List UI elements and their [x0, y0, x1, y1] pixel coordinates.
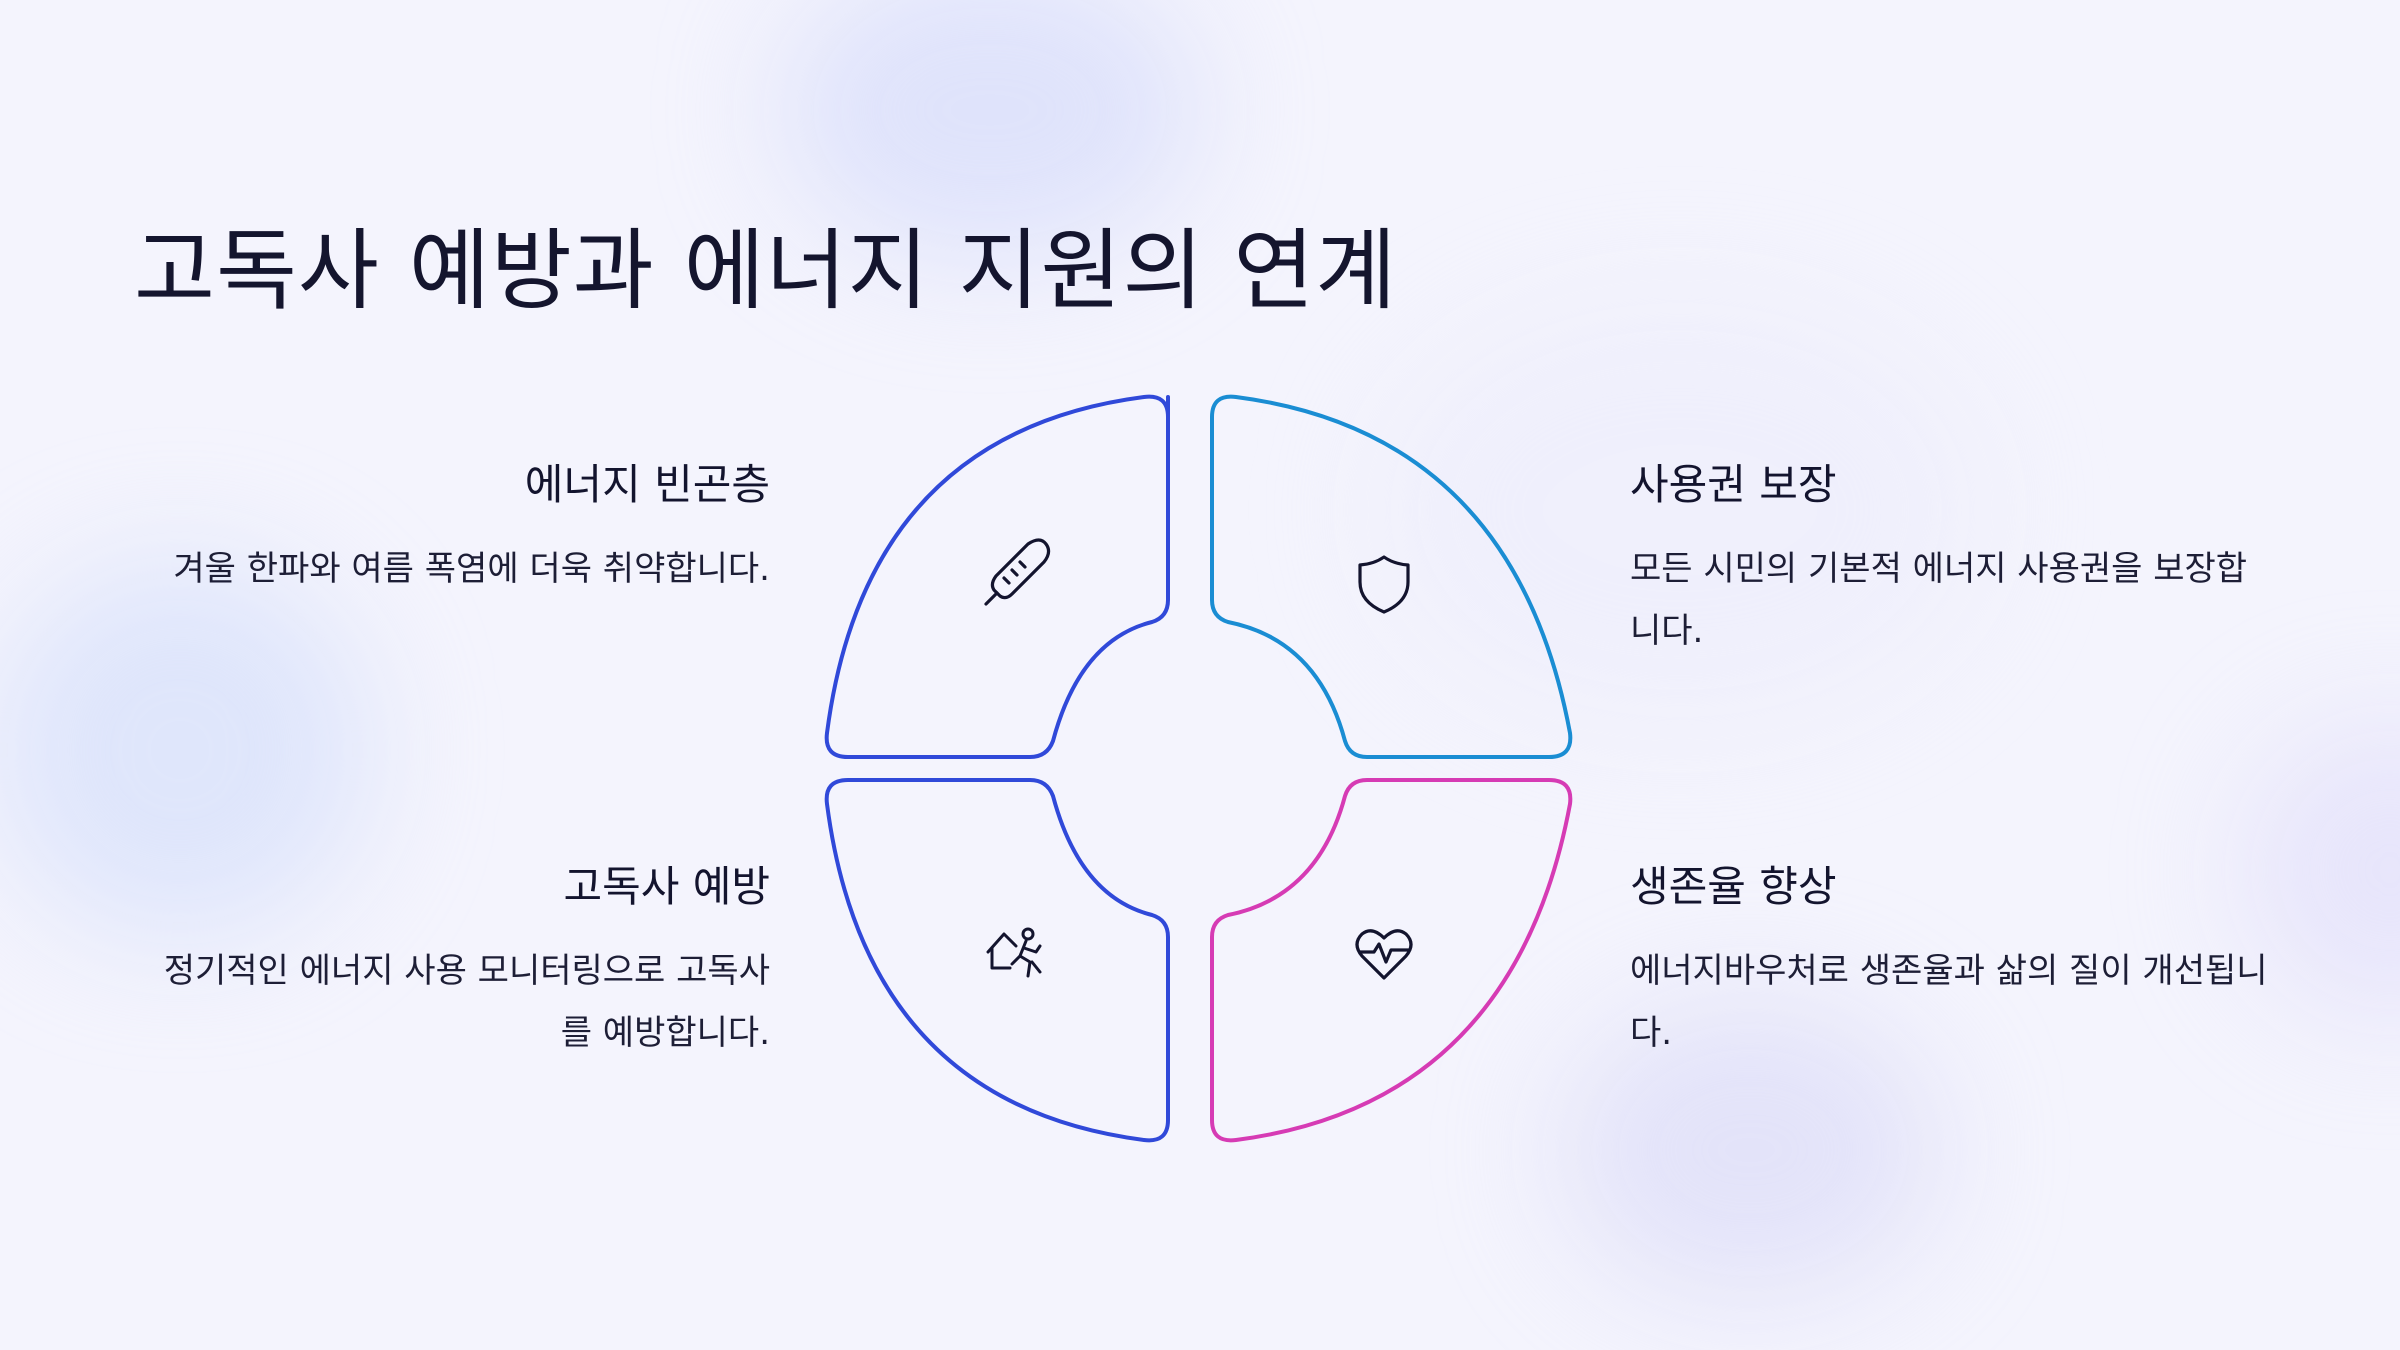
item-title: 생존율 향상: [1630, 862, 1837, 911]
item-title: 사용권 보장: [1630, 460, 1837, 509]
text-block-usage-rights: 사용권 보장 모든 시민의 기본적 에너지 사용권을 보장합니다.: [1630, 460, 2270, 662]
segment-bottom-right: [1210, 778, 1573, 1143]
item-description: 겨울 한파와 여름 폭염에 더욱 취약합니다.: [173, 549, 770, 590]
person-home-icon: [986, 927, 1042, 978]
item-description: 모든 시민의 기본적 에너지 사용권을 보장합니다.: [1630, 549, 2248, 652]
segment-bottom-left: [824, 778, 1170, 1143]
page-title: 고독사 예방과 에너지 지원의 연계: [134, 219, 1398, 322]
text-block-lonely-death-prevention: 고독사 예방 정기적인 에너지 사용 모니터링으로 고독사를 예방합니다.: [140, 862, 770, 1064]
heartbeat-icon: [1355, 929, 1413, 980]
item-description: 정기적인 에너지 사용 모니터링으로 고독사를 예방합니다.: [163, 951, 770, 1054]
thermometer-icon: [984, 538, 1051, 606]
item-description: 에너지바우처로 생존율과 삶의 질이 개선됩니다.: [1630, 951, 2268, 1054]
text-block-energy-poverty: 에너지 빈곤층 겨울 한파와 여름 폭염에 더욱 취약합니다.: [140, 460, 770, 600]
item-title: 고독사 예방: [563, 862, 770, 911]
segment-top-right: [1210, 394, 1573, 759]
text-block-survival-rate: 생존율 향상 에너지바우처로 생존율과 삶의 질이 개선됩니다.: [1630, 862, 2270, 1064]
shield-icon: [1358, 555, 1410, 614]
item-title: 에너지 빈곤층: [524, 460, 770, 509]
segment-top-left: [824, 394, 1170, 759]
